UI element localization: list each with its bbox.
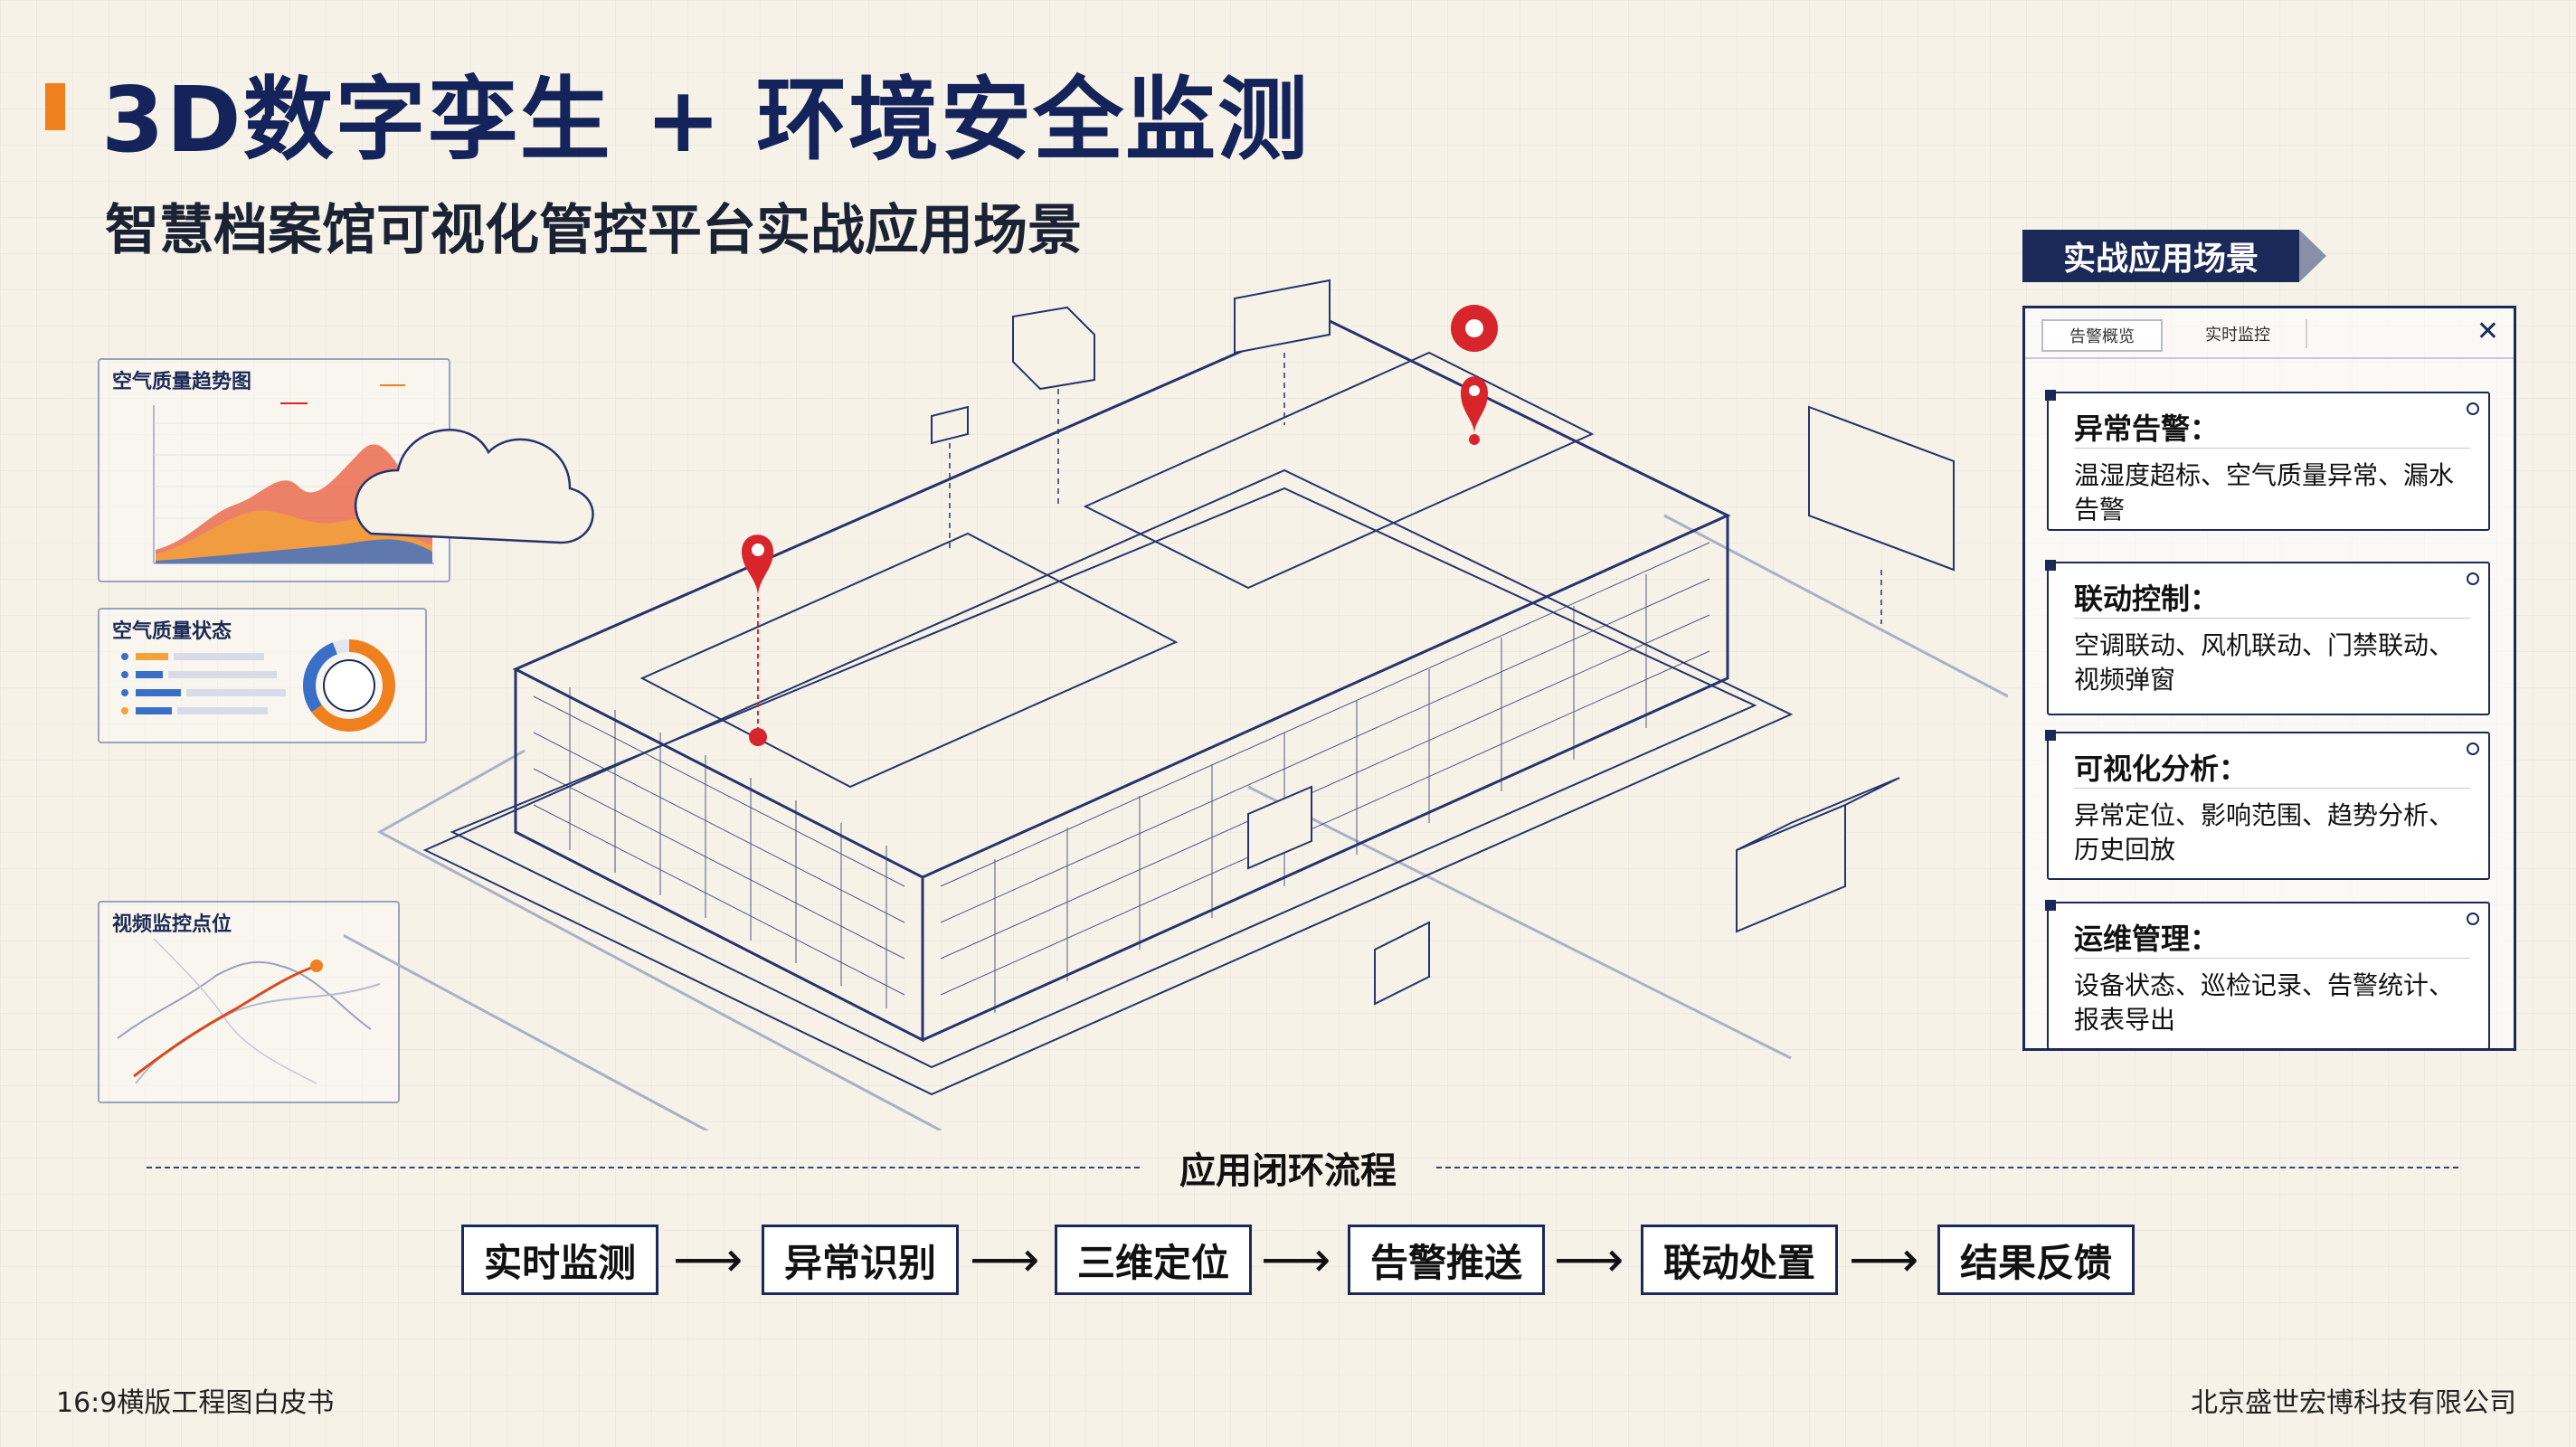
close-icon[interactable]: ✕ [2476,316,2499,347]
flow-step-linkage-handle: 联动处置 [1641,1225,1838,1295]
air-quality-status-graphic [121,639,395,732]
video-monitor-map [117,938,381,1084]
arrow-right-icon: ⟶ [1849,1231,1919,1288]
card-title: 异常告警： [2074,411,2220,446]
card-title: 可视化分析： [2074,752,2249,786]
card-body: 设备状态、巡检记录、告警统计、报表导出 [2074,970,2455,1035]
flow-step-3d-locate: 三维定位 [1055,1225,1252,1295]
flow-step-realtime-monitor: 实时监测 [461,1225,658,1295]
air-quality-status-widget: 空气质量状态 [98,608,427,743]
card-dot-icon [2467,572,2479,585]
flow-title: 应用闭环流程 [1179,1150,1397,1192]
flow-divider-right [1436,1167,2458,1168]
card-title: 运维管理： [2074,922,2220,956]
flow-step-anomaly-detect: 异常识别 [762,1225,959,1295]
air-quality-trend-title: 空气质量趋势图 [112,371,252,393]
flow-step-result-feedback: 结果反馈 [1937,1225,2135,1295]
page-subtitle: 智慧档案馆可视化管控平台实战应用场景 [105,199,1082,262]
card-dot-icon [2467,913,2479,925]
scenario-panel: 告警概览 实时监控 ✕ 异常告警： 温湿度超标、空气质量异常、漏水告警 联动控制… [2022,306,2516,1051]
card-abnormal-alarm: 异常告警： 温湿度超标、空气质量异常、漏水告警 [2045,390,2490,531]
card-corner-marker [2045,730,2056,741]
card-dot-icon [2467,402,2479,415]
title-accent-bar [45,83,65,130]
card-divider [2074,958,2470,959]
arrow-right-icon: ⟶ [970,1231,1040,1288]
card-body: 温湿度超标、空气质量异常、漏水告警 [2074,460,2455,525]
video-monitor-points-title: 视频监控点位 [112,913,232,936]
tab-alarm-overview[interactable]: 告警概览 [2041,319,2163,352]
card-divider [2074,448,2470,449]
scenario-header-arrow-icon [2299,230,2326,282]
card-dot-icon [2467,742,2479,755]
video-monitor-points-widget: 视频监控点位 [98,901,400,1103]
card-title: 联动控制： [2074,582,2220,616]
card-divider [2074,618,2470,619]
scenario-tabs: 告警概览 实时监控 ✕ [2025,308,2514,359]
digital-twin-building-scene [344,279,2008,1130]
scenario-panel-header: 实战应用场景 [2022,230,2299,282]
card-corner-marker [2045,390,2056,401]
flow-step-alarm-push: 告警推送 [1348,1225,1545,1295]
card-corner-marker [2045,560,2056,571]
card-linkage-control: 联动控制： 空调联动、风机联动、门禁联动、视频弹窗 [2045,560,2490,715]
air-quality-status-title: 空气质量状态 [112,620,232,643]
card-body: 异常定位、影响范围、趋势分析、历史回放 [2074,800,2455,865]
alarm-pin-group [742,305,1498,746]
tab-realtime-monitor[interactable]: 实时监控 [2170,319,2307,348]
card-divider [2074,788,2470,789]
footer-company-name: 北京盛世宏博科技有限公司 [2191,1387,2516,1419]
card-corner-marker [2045,900,2056,911]
card-ops-management: 运维管理： 设备状态、巡检记录、告警统计、报表导出 [2045,900,2490,1050]
arrow-right-icon: ⟶ [673,1231,743,1288]
page-title: 3D数字孪生 + 环境安全监测 [101,67,1311,173]
flow-divider-left [147,1167,1140,1168]
card-body: 空调联动、风机联动、门禁联动、视频弹窗 [2074,630,2455,695]
arrow-right-icon: ⟶ [1554,1231,1624,1288]
arrow-right-icon: ⟶ [1261,1231,1331,1288]
card-visual-analysis: 可视化分析： 异常定位、影响范围、趋势分析、历史回放 [2045,730,2490,880]
footer-left-text: 16:9横版工程图白皮书 [56,1387,335,1419]
